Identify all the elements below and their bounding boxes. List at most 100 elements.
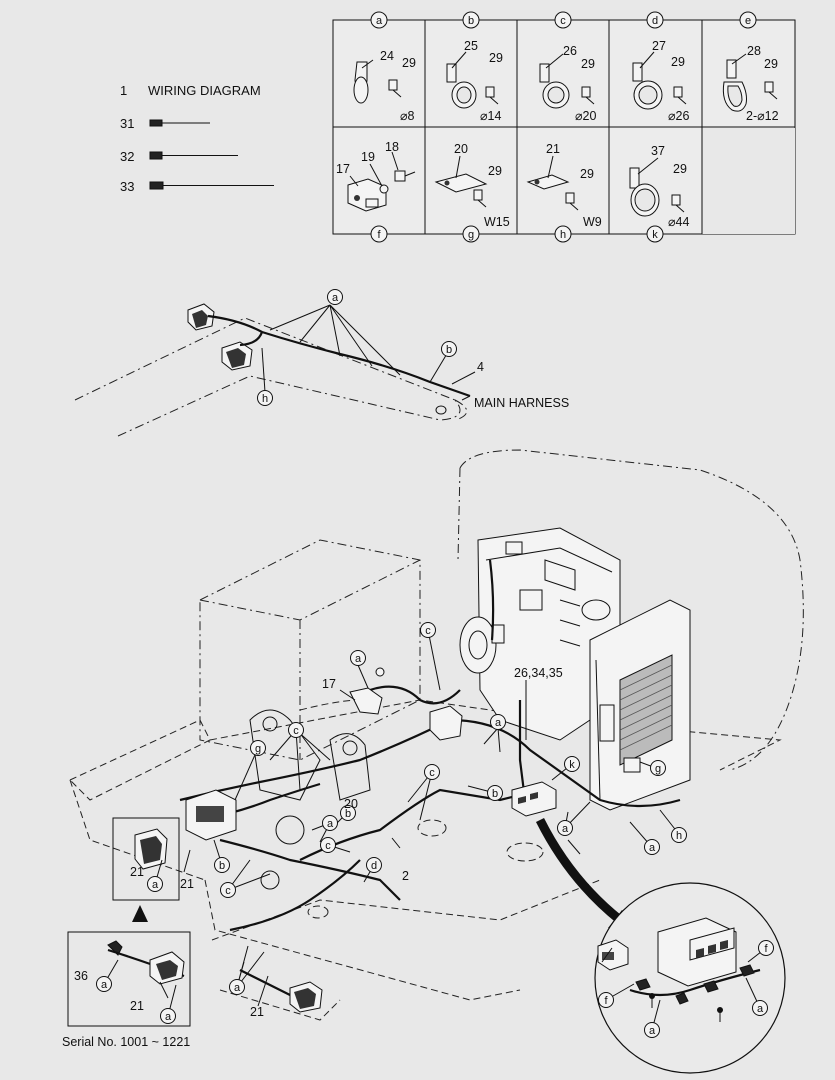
- callout-b-19: b: [214, 857, 230, 873]
- clamp-e-part-28: 28: [747, 44, 761, 58]
- callout-b-15-text: b: [345, 808, 351, 820]
- clamp-e-part-29: 29: [764, 57, 778, 71]
- cable-tie-32-icon: [149, 151, 238, 160]
- clamp-letter-h: h: [554, 225, 572, 243]
- clamp-c-size: ⌀20: [575, 109, 596, 123]
- callout-d-18: d: [366, 857, 382, 873]
- callout-c-7: c: [424, 764, 440, 780]
- boom-harness-no: 4: [477, 360, 484, 374]
- bracket-f-part-19: 19: [361, 150, 375, 164]
- label-part-21-b: 21: [180, 877, 194, 891]
- parts-legend: 1 WIRING DIAGRAM 31 32 33: [120, 83, 274, 194]
- callout-a-11: a: [644, 839, 660, 855]
- plate-g-drawing: 20 29 W15: [434, 142, 510, 229]
- callout-a-22-text: a: [101, 979, 108, 991]
- bracket-f-part-17: 17: [336, 162, 350, 176]
- clamp-letter-h-text: h: [560, 229, 566, 241]
- plate-h-part-21: 21: [546, 142, 560, 156]
- callout-a-22: a: [96, 976, 112, 992]
- callout-h-2: h: [257, 390, 273, 406]
- clamp-b-size: ⌀14: [480, 109, 501, 123]
- callout-h-12-text: h: [676, 830, 682, 842]
- callout-b-1: b: [441, 341, 457, 357]
- zoom-arrow-icon: [535, 817, 623, 924]
- clamp-c-part-29: 29: [581, 57, 595, 71]
- callout-a-16: a: [322, 815, 338, 831]
- label-part-20: 20: [344, 797, 358, 811]
- callout-a-27-text: a: [757, 1003, 764, 1015]
- plate-g-part-29: 29: [488, 164, 502, 178]
- bracket-f-drawing: 17 19 18: [336, 140, 416, 212]
- work-light-right: [221, 341, 253, 371]
- main-part-labels: 17 20 2 26,34,35 21 21 21 21 36: [74, 666, 563, 1019]
- callout-g-14: g: [250, 740, 266, 756]
- callout-a-23: a: [160, 1008, 176, 1024]
- detail-box-left: [112, 817, 180, 901]
- callout-b-8-text: b: [492, 788, 498, 800]
- clamp-letter-k-text: k: [652, 229, 658, 241]
- callout-c-17-text: c: [325, 840, 331, 852]
- callout-c-20: c: [220, 882, 236, 898]
- clamp-a-part-24: 24: [380, 49, 394, 63]
- label-part-17: 17: [322, 677, 336, 691]
- clamp-letter-c-text: c: [560, 15, 566, 27]
- clamp-b-drawing: 25 29 ⌀14: [446, 39, 503, 123]
- fuse-panel: [185, 789, 237, 841]
- clamp-d-part-27: 27: [652, 39, 666, 53]
- clamp-d-size: ⌀26: [668, 109, 689, 123]
- callout-k-6-text: k: [569, 759, 575, 771]
- clamp-letter-g: g: [462, 225, 480, 243]
- callout-a-26-text: a: [649, 1025, 656, 1037]
- clamp-e-size: 2-⌀12: [746, 109, 779, 123]
- clamp-letter-e-text: e: [745, 15, 751, 27]
- work-light-left: [187, 303, 215, 331]
- callout-c-7-text: c: [429, 767, 435, 779]
- main-harness-label: MAIN HARNESS: [474, 396, 569, 410]
- callout-f-25-text: f: [604, 995, 608, 1007]
- relay-box: [511, 781, 557, 817]
- clamp-k-part-37: 37: [651, 144, 665, 158]
- callout-c-20-text: c: [225, 885, 231, 897]
- callout-h-12: h: [671, 827, 687, 843]
- clamp-k-part-29: 29: [673, 162, 687, 176]
- clamp-d-drawing: 27 29 ⌀26: [632, 39, 689, 123]
- clamp-letter-g-text: g: [468, 229, 474, 241]
- clamp-letter-b-text: b: [468, 15, 474, 27]
- clamp-letter-c: c: [554, 11, 572, 29]
- radiator: [589, 599, 691, 811]
- callout-a-23-text: a: [165, 1011, 172, 1023]
- plate-g-size: W15: [484, 215, 510, 229]
- detail-arrow-icon: [132, 905, 148, 922]
- boom-harness-view: 4 MAIN HARNESS: [74, 303, 569, 437]
- serial-note: Serial No. 1001 ~ 1221: [62, 1035, 190, 1049]
- callout-f-25: f: [598, 992, 614, 1008]
- callout-a-5: a: [490, 714, 506, 730]
- clamp-letter-k: k: [646, 225, 664, 243]
- clamp-e-drawing: 28 29 2-⌀12: [722, 44, 779, 123]
- engine-block: [459, 527, 621, 741]
- legend-no-1: 1: [120, 83, 127, 98]
- callout-b-1-text: b: [446, 344, 452, 356]
- horn: [429, 705, 463, 741]
- callout-a-21: a: [147, 876, 163, 892]
- plate-h-drawing: 21 29 W9: [526, 142, 602, 229]
- callout-a-10: a: [557, 820, 573, 836]
- cable-tie-31-icon: [149, 119, 210, 127]
- clamp-letter-a: a: [370, 11, 388, 29]
- legend-no-33: 33: [120, 179, 134, 194]
- main-harness-wires: [179, 559, 681, 1001]
- legend-no-32: 32: [120, 149, 134, 164]
- callout-h-2-text: h: [262, 393, 268, 405]
- callout-g-14-text: g: [255, 743, 261, 755]
- leader-lines: [103, 629, 767, 1031]
- callout-a-26: a: [644, 1022, 660, 1038]
- callout-f-28-text: f: [764, 943, 768, 955]
- callout-c-17: c: [320, 837, 336, 853]
- clamp-c-part-26: 26: [563, 44, 577, 58]
- clamp-letter-e: e: [739, 11, 757, 29]
- callout-c-4: c: [420, 622, 436, 638]
- clamp-letter-a-text: a: [376, 15, 383, 27]
- callout-a-24: a: [229, 979, 245, 995]
